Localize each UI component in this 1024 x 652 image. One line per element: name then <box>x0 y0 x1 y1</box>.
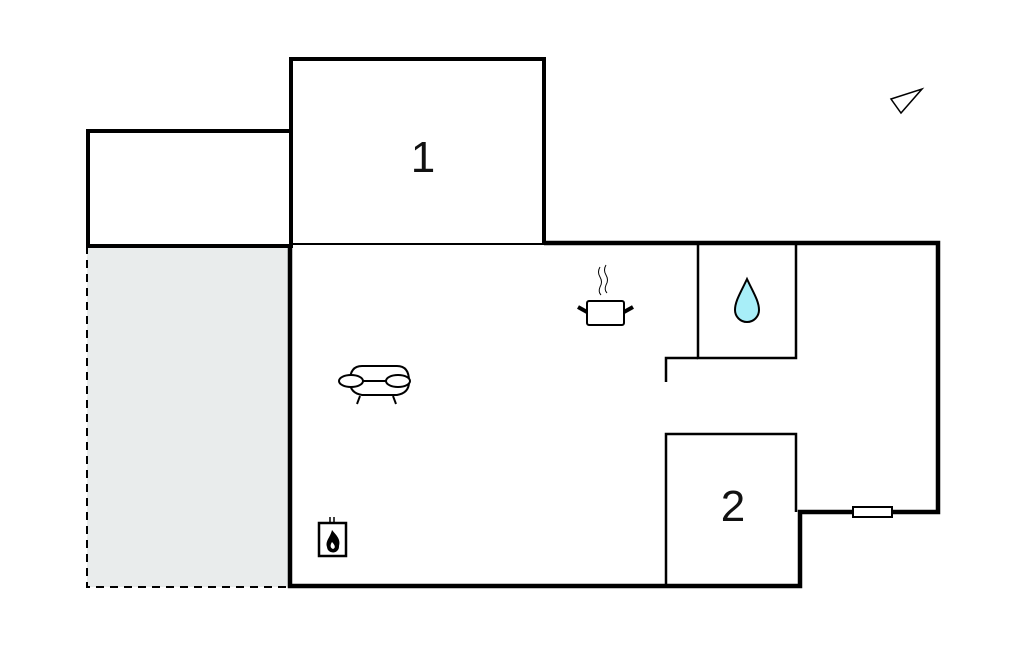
annex-room <box>86 129 293 248</box>
compass-icon <box>889 87 925 115</box>
bathroom <box>664 243 798 382</box>
room-2-label: 2 <box>720 482 746 531</box>
sofa-icon <box>338 365 411 405</box>
room-2 <box>664 432 798 586</box>
main-outer-wall <box>287 240 941 589</box>
room-1 <box>289 57 546 245</box>
kitchen-pot-icon <box>577 264 634 326</box>
fireplace-icon <box>317 517 348 558</box>
water-drop-icon <box>733 276 761 323</box>
terrace <box>86 246 290 588</box>
window-icon <box>852 506 893 518</box>
room-1-label: 1 <box>410 133 436 182</box>
